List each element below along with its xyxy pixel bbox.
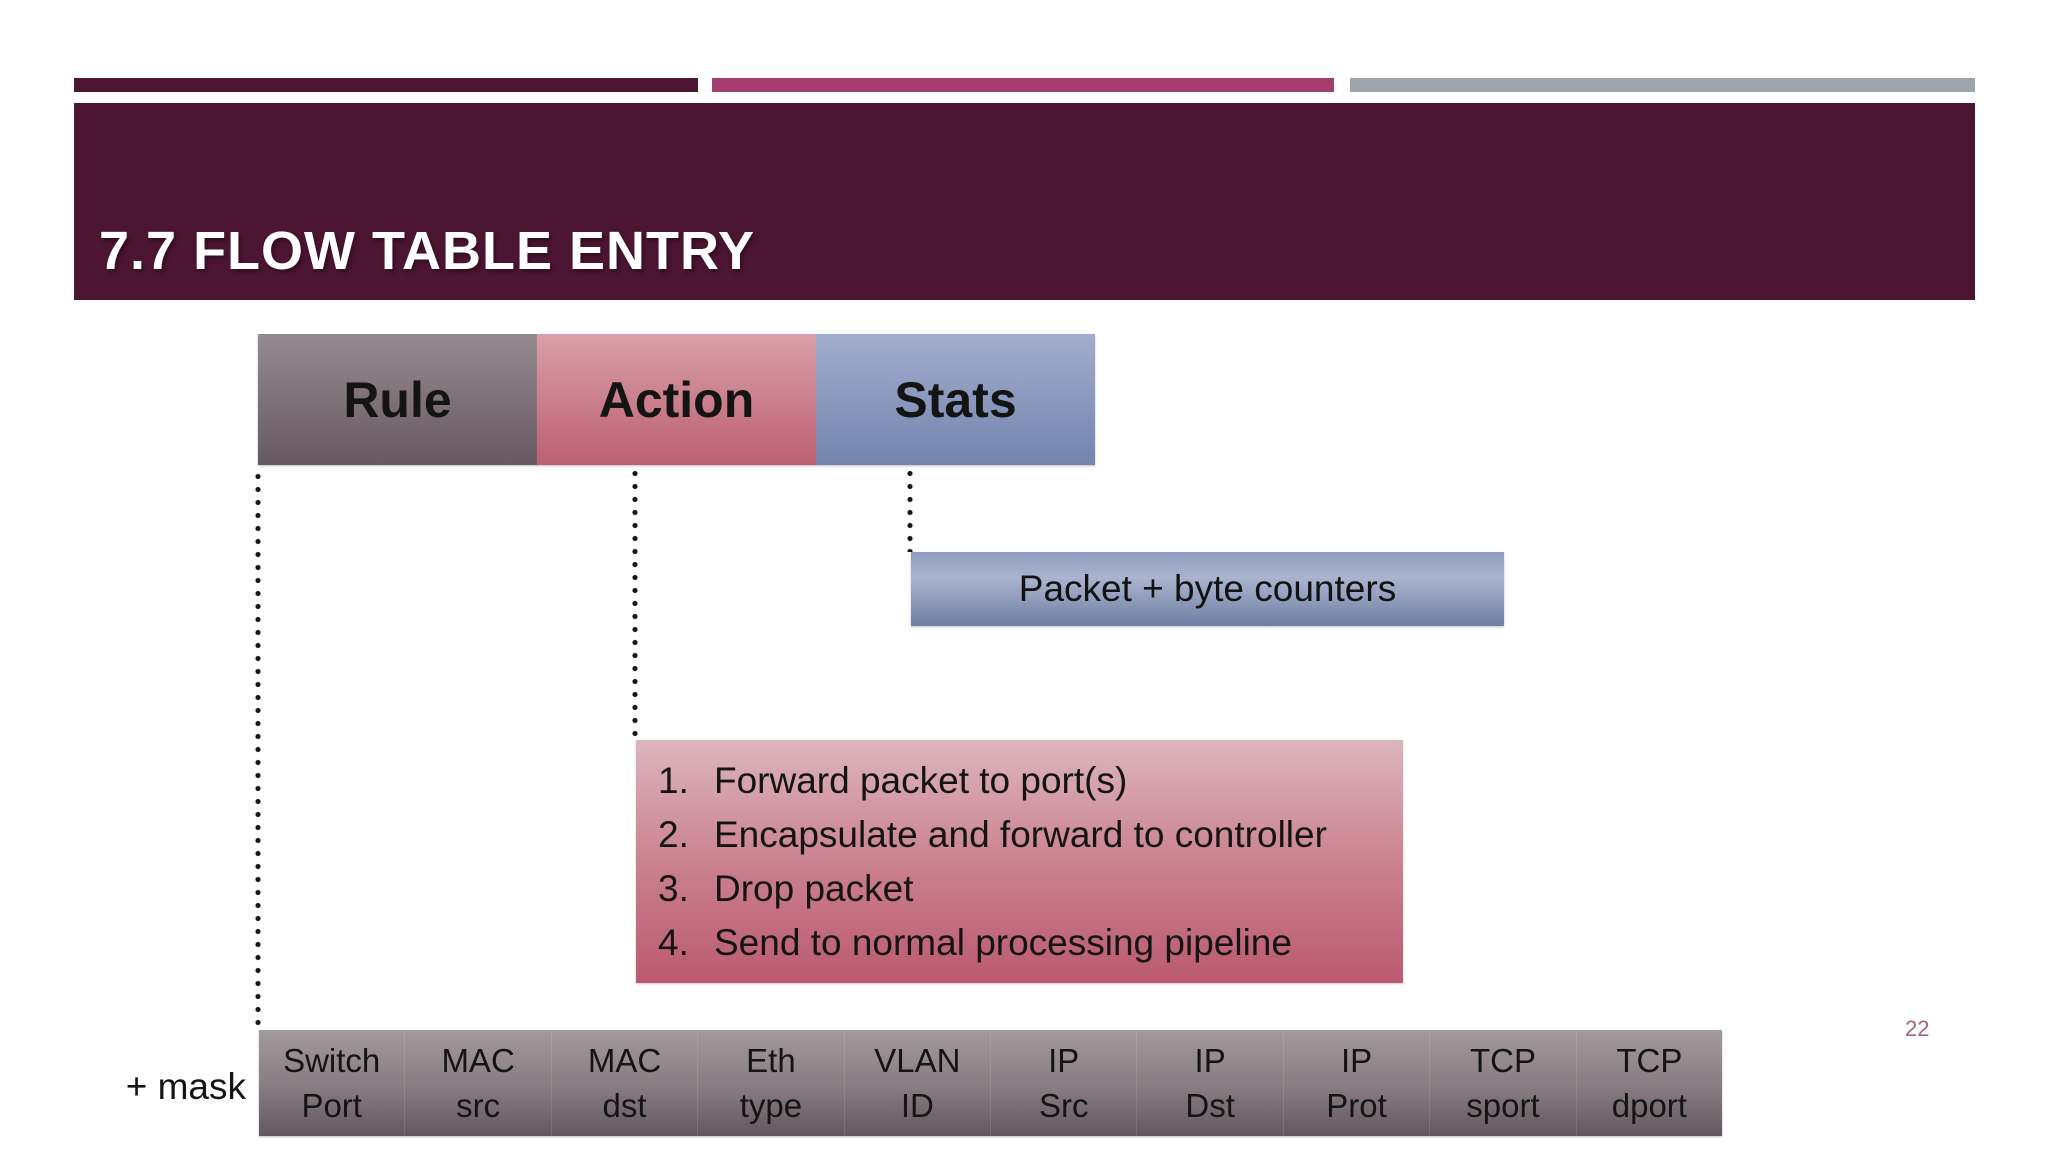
action-list-item-3: 3. Drop packet	[636, 862, 1403, 916]
field-line2: type	[739, 1087, 803, 1124]
match-field-vlan-id: VLAN ID	[843, 1030, 990, 1136]
field-line2: dport	[1611, 1087, 1687, 1124]
match-field-mac-src: MAC src	[404, 1030, 550, 1136]
field-line1: Switch	[283, 1042, 381, 1079]
action-item-number: 2.	[658, 814, 689, 855]
action-item-number: 4.	[658, 922, 689, 963]
segment-stats: Stats	[816, 334, 1095, 465]
dotted-connector-stats	[904, 467, 916, 552]
stats-callout-label: Packet + byte counters	[1018, 568, 1397, 609]
dotted-connector-rule	[252, 470, 264, 1028]
stats-callout-box: Packet + byte counters	[911, 552, 1504, 626]
field-line2: sport	[1466, 1087, 1540, 1124]
dotted-connector-action	[629, 467, 641, 737]
title-banner: 7.7 FLOW TABLE ENTRY	[74, 103, 1975, 300]
action-item-text: Drop packet	[714, 868, 914, 909]
match-field-tcp-sport: TCP sport	[1429, 1030, 1575, 1136]
action-list-item-4: 4. Send to normal processing pipeline	[636, 916, 1403, 970]
match-field-eth-type: Eth type	[697, 1030, 843, 1136]
segment-rule: Rule	[258, 334, 537, 465]
field-line1: TCP	[1616, 1042, 1683, 1079]
action-callout-box: 1. Forward packet to port(s) 2. Encapsulate…	[636, 740, 1403, 983]
accent-bar-dark	[74, 78, 698, 92]
field-line2: src	[456, 1087, 501, 1124]
field-line1: TCP	[1469, 1042, 1536, 1079]
action-item-number: 1.	[658, 760, 689, 801]
match-field-ip-prot: IP Prot	[1282, 1030, 1429, 1136]
field-line2: Port	[301, 1087, 362, 1124]
action-item-text: Forward packet to port(s)	[714, 760, 1128, 801]
field-line2: Prot	[1326, 1087, 1387, 1124]
mask-label: + mask	[125, 1066, 246, 1107]
segment-rule-label: Rule	[343, 371, 452, 428]
segment-stats-label: Stats	[894, 371, 1017, 428]
match-field-ip-dst: IP Dst	[1136, 1030, 1282, 1136]
field-line1: IP	[1340, 1042, 1373, 1079]
field-line2: Src	[1038, 1087, 1089, 1124]
field-line1: Eth	[746, 1042, 796, 1079]
action-item-text: Encapsulate and forward to controller	[714, 814, 1327, 855]
accent-bar-pink	[712, 78, 1334, 92]
page-number: 22	[1905, 1016, 1930, 1041]
field-line1: MAC	[587, 1042, 662, 1079]
slide-title: 7.7 FLOW TABLE ENTRY	[99, 221, 756, 281]
match-field-tcp-dport: TCP dport	[1575, 1030, 1722, 1136]
flow-table-entry-header: Rule Action Stats	[258, 334, 1095, 465]
action-item-text: Send to normal processing pipeline	[714, 922, 1292, 963]
field-line2: Dst	[1185, 1087, 1235, 1124]
action-list-item-2: 2. Encapsulate and forward to controller	[636, 808, 1403, 862]
segment-action: Action	[537, 334, 816, 465]
field-line1: IP	[1048, 1042, 1080, 1079]
action-item-number: 3.	[658, 868, 689, 909]
segment-action-label: Action	[598, 371, 755, 428]
field-line1: VLAN	[874, 1042, 961, 1079]
field-line1: MAC	[441, 1042, 515, 1079]
field-line1: IP	[1194, 1042, 1226, 1079]
match-field-mac-dst: MAC dst	[550, 1030, 697, 1136]
accent-bar-gray	[1350, 78, 1975, 92]
field-line2: dst	[602, 1087, 647, 1124]
field-line2: ID	[900, 1087, 934, 1124]
action-list-item-1: 1. Forward packet to port(s)	[636, 754, 1403, 808]
match-field-ip-src: IP Src	[990, 1030, 1136, 1136]
